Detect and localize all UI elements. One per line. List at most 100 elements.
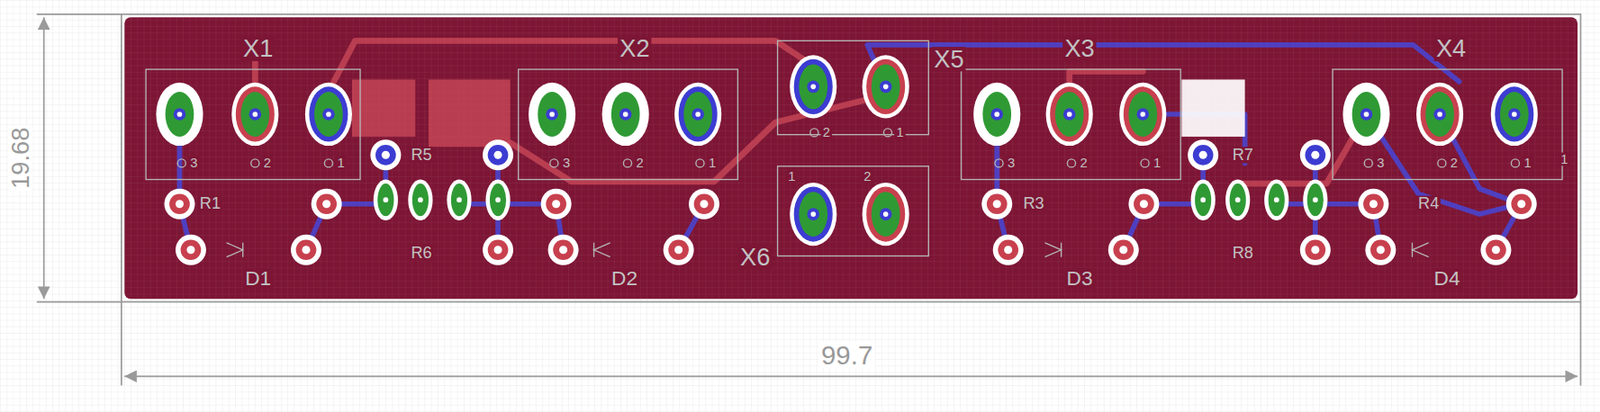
pad-clearance bbox=[163, 189, 195, 220]
via-pad bbox=[1506, 189, 1537, 220]
pad-clearance bbox=[1480, 235, 1511, 266]
part-name: R3 bbox=[1021, 196, 1047, 213]
pad-clearance bbox=[663, 235, 695, 266]
pad-clearance bbox=[1300, 139, 1331, 171]
resistor-pad bbox=[1264, 180, 1289, 221]
via-pad bbox=[175, 235, 207, 266]
drill-hole bbox=[695, 111, 701, 118]
pad-copper bbox=[871, 191, 901, 237]
pad-ring bbox=[1370, 239, 1392, 261]
drill-hole bbox=[1508, 108, 1521, 121]
through-hole-pad bbox=[155, 82, 203, 146]
pad-copper bbox=[314, 91, 344, 137]
diode-symbol bbox=[226, 243, 244, 258]
pin-marker bbox=[1364, 159, 1373, 168]
via-pad bbox=[163, 189, 195, 220]
drill-hole bbox=[1235, 197, 1241, 203]
pad-clearance bbox=[175, 235, 207, 266]
pad-clearance bbox=[1264, 180, 1289, 221]
drill-hole bbox=[322, 108, 335, 121]
resistor-pad bbox=[1191, 180, 1216, 221]
component-outline bbox=[777, 166, 930, 257]
diode-symbol bbox=[1044, 243, 1061, 258]
drill-hole bbox=[1437, 111, 1443, 118]
drill-hole bbox=[879, 81, 893, 94]
pad-ring bbox=[488, 144, 509, 166]
part-name: X2 bbox=[617, 36, 652, 62]
drill-hole bbox=[559, 245, 568, 254]
via-pad bbox=[541, 189, 572, 220]
through-hole-pad bbox=[1046, 82, 1094, 146]
pad-clearance bbox=[789, 182, 837, 246]
drill-hole bbox=[810, 211, 816, 217]
top-copper-area bbox=[428, 79, 511, 147]
through-hole-pad bbox=[1119, 82, 1167, 146]
drill-hole bbox=[494, 151, 503, 160]
pad-copper bbox=[611, 91, 641, 137]
via-pad bbox=[482, 235, 514, 266]
pad-copper bbox=[871, 63, 901, 109]
part-name: D2 bbox=[609, 268, 641, 290]
pad-copper bbox=[982, 91, 1012, 137]
pad-clearance bbox=[1491, 82, 1538, 146]
drill-hole bbox=[175, 199, 184, 208]
top-copper-area bbox=[352, 79, 416, 136]
drill-hole bbox=[495, 197, 501, 203]
via-pad bbox=[548, 235, 579, 266]
bottom-trace bbox=[867, 45, 1459, 87]
pad-ring bbox=[1304, 144, 1326, 166]
drill-hole bbox=[545, 108, 559, 121]
drill-hole bbox=[1511, 111, 1518, 118]
drill-hole bbox=[691, 108, 705, 121]
part-name: X5 bbox=[931, 46, 967, 72]
drill-hole bbox=[1369, 199, 1378, 208]
pad-clearance bbox=[485, 180, 510, 221]
component-outline bbox=[1332, 69, 1563, 180]
drill-hole bbox=[177, 111, 183, 118]
resistor-pad bbox=[407, 180, 433, 221]
pad-clearance bbox=[446, 180, 471, 221]
pad-copper bbox=[165, 91, 195, 137]
dimension-label: 19.68 bbox=[8, 125, 33, 191]
pad-clearance bbox=[674, 82, 722, 146]
drill-hole bbox=[1491, 245, 1501, 254]
pad-clearance bbox=[1302, 180, 1328, 221]
pad-ring bbox=[694, 193, 715, 215]
pad-ring bbox=[668, 239, 689, 261]
component-outline bbox=[777, 40, 930, 135]
pad-copper bbox=[489, 183, 507, 217]
drill-hole bbox=[322, 199, 331, 208]
copper-layer bbox=[145, 40, 1563, 265]
drill-hole bbox=[456, 197, 462, 203]
pad-copper bbox=[683, 91, 713, 137]
via-pad bbox=[1108, 235, 1139, 266]
pin-number: 2 bbox=[821, 126, 833, 140]
pad-copper bbox=[1055, 91, 1085, 137]
via-pad bbox=[482, 139, 514, 171]
drill-hole bbox=[1119, 245, 1128, 254]
pin-number: 3 bbox=[1374, 156, 1387, 171]
pin-number: 3 bbox=[188, 156, 200, 171]
via-pad bbox=[311, 189, 343, 220]
dimension-label: 99.7 bbox=[819, 342, 876, 369]
drill-hole bbox=[810, 84, 816, 91]
through-hole-pad bbox=[1491, 82, 1538, 146]
via-pad bbox=[1364, 235, 1396, 266]
pin-marker bbox=[251, 159, 260, 168]
bottom-traces bbox=[179, 45, 1521, 251]
pin-marker bbox=[810, 128, 819, 137]
pad-ring bbox=[1494, 86, 1534, 142]
pad-clearance bbox=[1364, 235, 1396, 266]
pad-clearance bbox=[1187, 139, 1219, 171]
pad-clearance bbox=[688, 189, 720, 220]
through-hole-pad bbox=[602, 82, 650, 146]
pin-marker bbox=[1510, 159, 1519, 168]
pad-ring bbox=[1193, 144, 1214, 166]
pad-ring bbox=[235, 86, 275, 142]
component-outline bbox=[518, 69, 739, 180]
drill-hole bbox=[325, 111, 332, 118]
pin-number: 1 bbox=[1151, 156, 1164, 171]
pin-number: 3 bbox=[560, 156, 573, 171]
